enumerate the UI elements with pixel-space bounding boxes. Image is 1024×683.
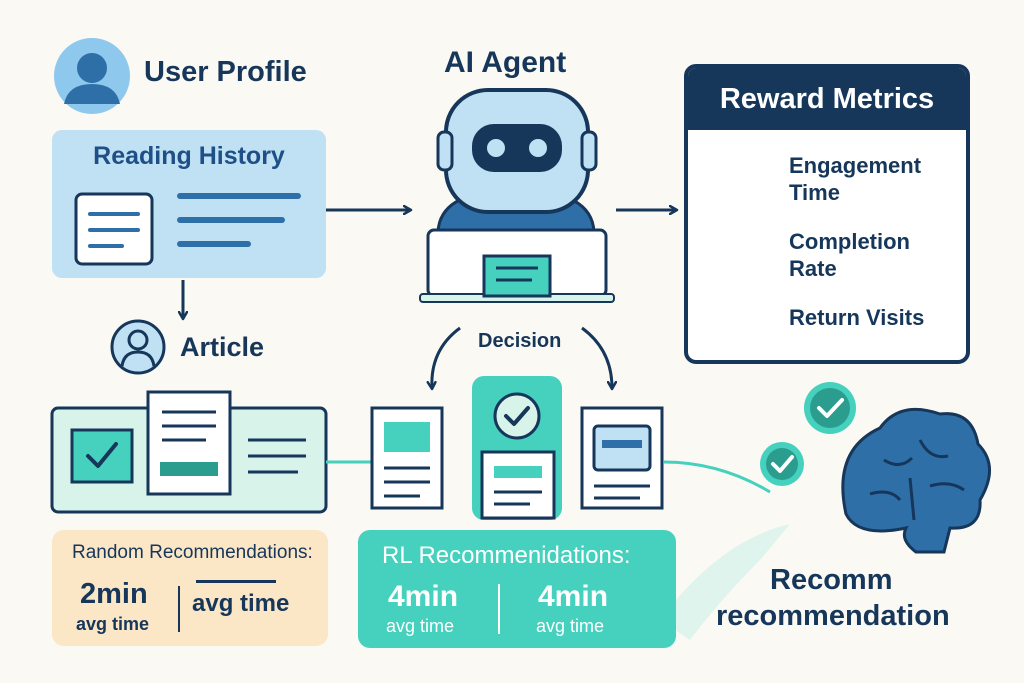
article-avatar-icon <box>110 319 166 375</box>
rl-card-right <box>580 406 664 510</box>
laptop-icon <box>419 228 615 303</box>
random-right-value: avg time <box>192 590 290 617</box>
metric-engagement-line2: Time <box>789 180 840 205</box>
metric-completion-line2: Rate <box>789 256 837 281</box>
rl-card-left <box>370 406 444 510</box>
brush-stroke-decoration <box>660 524 790 640</box>
document-icon <box>74 192 154 266</box>
decision-label: Decision <box>478 330 562 352</box>
robot-icon <box>436 88 598 234</box>
random-right-bar <box>196 580 276 583</box>
random-recommendations-panel: Random Recommendations: 2min avg time av… <box>52 530 328 646</box>
metric-engagement: Engagement Time <box>789 152 921 206</box>
check-circle-bottom-icon <box>760 442 804 486</box>
user-profile-title: User Profile <box>144 56 307 88</box>
random-panel-title: Random Recommendations: <box>72 542 313 563</box>
rl-right-caption: avg time <box>536 616 605 636</box>
metric-engagement-line1: Engagement <box>789 153 922 178</box>
history-lines-icon <box>177 193 301 247</box>
random-divider <box>178 586 180 632</box>
reward-metrics-panel: Reward Metrics <box>684 64 970 364</box>
metric-return-visits: Return Visits <box>789 304 924 331</box>
outcome-line2: recommendation <box>716 600 950 632</box>
user-avatar-icon <box>54 38 130 114</box>
outcome-line1: Recomm <box>770 564 893 596</box>
brain-icon <box>841 407 991 554</box>
check-circle-top-icon <box>804 382 856 434</box>
rl-card-selected <box>472 376 562 520</box>
random-left-caption: avg time <box>76 614 150 634</box>
rl-left-value: 4min <box>388 580 459 613</box>
arrow-decision-left <box>432 326 461 388</box>
rl-divider <box>498 584 500 634</box>
reward-metrics-title: Reward Metrics <box>688 68 966 130</box>
rl-left-caption: avg time <box>386 616 455 636</box>
rl-recommendations-panel: RL Recommenidations: 4min avg time 4min … <box>358 530 676 648</box>
rl-right-value: 4min <box>538 580 609 613</box>
agent-title: AI Agent <box>444 46 567 79</box>
flow-line-right <box>663 460 771 494</box>
metric-return-visits-line1: Return Visits <box>789 305 925 330</box>
article-title: Article <box>180 332 265 362</box>
arrow-decision-right <box>581 326 612 388</box>
metric-completion: Completion Rate <box>789 228 910 282</box>
random-left-value: 2min <box>80 578 148 610</box>
metric-completion-line1: Completion <box>789 229 910 254</box>
random-cards-group <box>50 390 328 514</box>
rl-panel-title: RL Recommenidations: <box>382 542 631 569</box>
reading-history-title: Reading History <box>93 142 285 170</box>
